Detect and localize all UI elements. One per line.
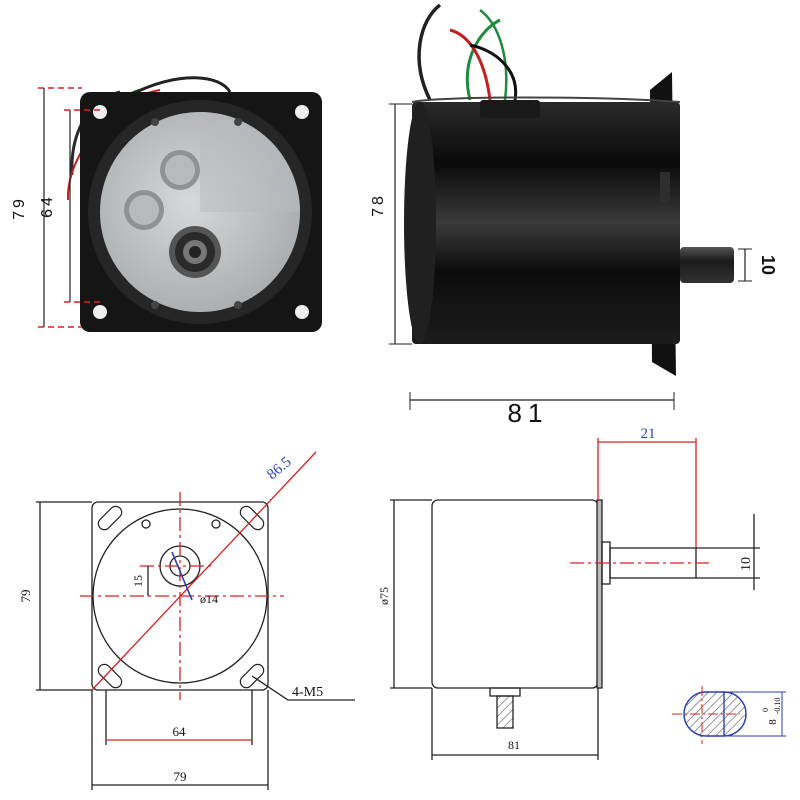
photo-side-view: 78 81 10	[370, 3, 778, 428]
drawing-front-view	[36, 451, 355, 790]
drawing-body-dia-dim: ø75	[377, 587, 391, 605]
drawing-flat-dim: 8	[767, 719, 779, 725]
drawing-shaft-length-dim: 21	[641, 426, 656, 442]
mount-hole-icon	[93, 105, 107, 119]
cable-grommet	[480, 100, 540, 118]
drawing-shaft-section	[672, 686, 786, 744]
motor-body	[412, 102, 680, 344]
mount-hole-icon	[295, 305, 309, 319]
drawing-front-width-dim: 79	[174, 769, 187, 784]
drawing-hole-spacing-dim: 64	[173, 724, 187, 739]
side-photo-height-dim: 78	[370, 193, 387, 217]
drawing-flat-tol-upper: 0	[761, 708, 770, 712]
mount-hole-icon	[93, 305, 107, 319]
drawing-side-view	[390, 438, 760, 760]
output-shaft	[680, 247, 734, 283]
side-photo-length-dim: 81	[508, 398, 549, 428]
drawing-body-length-dim: 81	[508, 738, 520, 752]
front-photo-outer-dim: 79	[11, 196, 28, 220]
photo-front-view: 79 64	[11, 76, 322, 332]
mount-hole-icon	[295, 105, 309, 119]
side-photo-shaft-dim: 10	[758, 255, 778, 275]
front-photo-inner-dim: 64	[39, 194, 56, 218]
drawing-front-height-dim: 79	[18, 590, 33, 603]
drawing-boss-dim: ø14	[200, 592, 218, 606]
drawing-offset-dim: 15	[131, 575, 145, 587]
drawing-holes-label: 4-M5	[292, 685, 323, 700]
drawing-shaft-dia-dim: 10	[739, 557, 754, 571]
drawing-flat-tol-lower: -0.10	[773, 698, 782, 715]
